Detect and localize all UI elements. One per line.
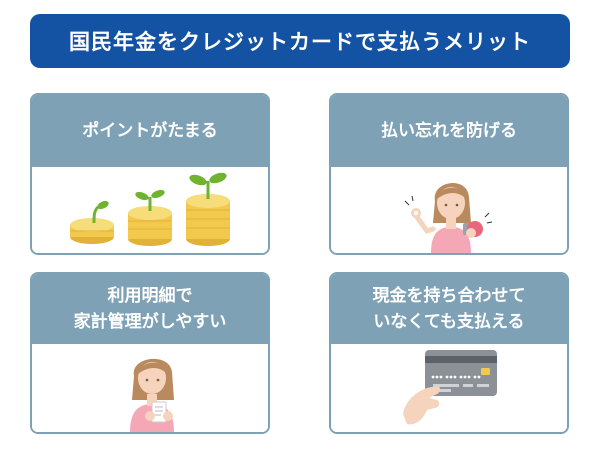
card-illustration — [32, 344, 268, 432]
woman-remembering-icon — [404, 183, 493, 253]
card-heading: ポイントがたまる — [32, 95, 268, 167]
card-heading-line: 現金を持ち合わせて — [372, 285, 526, 306]
card-illustration — [331, 344, 567, 432]
coin-sprout-icon — [70, 172, 230, 246]
card-heading-line: 利用明細で — [107, 285, 193, 306]
benefit-card-no-missed-payment: 払い忘れを防げる — [329, 93, 569, 255]
benefit-card-points: ポイントがたまる — [30, 93, 270, 255]
page-title: 国民年金をクレジットカードで支払うメリット — [30, 14, 570, 68]
card-heading-line: いなくても支払える — [373, 312, 525, 332]
card-heading-line: ポイントがたまる — [82, 120, 218, 141]
woman-with-receipt-icon — [130, 358, 174, 432]
benefit-card-statement: 利用明細で 家計管理がしやすい — [30, 272, 270, 434]
hand-holding-card-icon — [403, 350, 497, 425]
card-heading-line: 家計管理がしやすい — [73, 312, 227, 332]
card-heading: 現金を持ち合わせて いなくても支払える — [331, 274, 567, 344]
card-heading: 払い忘れを防げる — [331, 95, 567, 167]
card-illustration — [331, 167, 567, 253]
benefit-card-cashless: 現金を持ち合わせて いなくても支払える — [329, 272, 569, 434]
card-heading-line: 払い忘れを防げる — [381, 120, 517, 141]
card-illustration — [32, 167, 268, 253]
card-heading: 利用明細で 家計管理がしやすい — [32, 274, 268, 344]
